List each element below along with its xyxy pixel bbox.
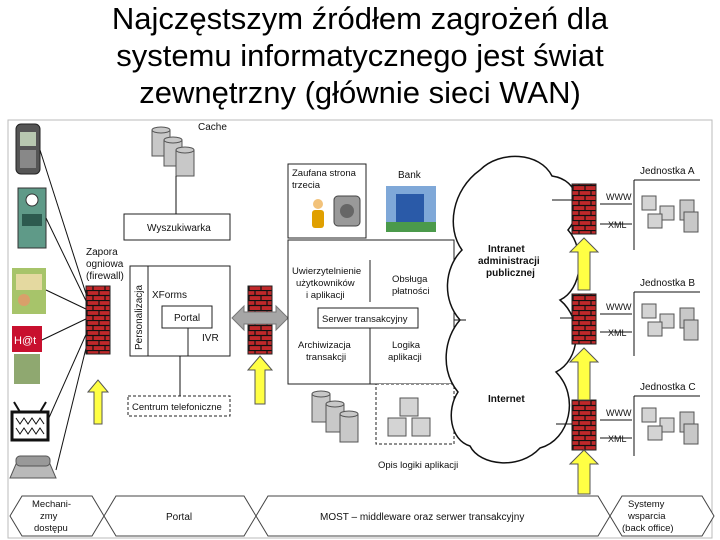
payments-label-1: Obsługa [392,274,428,285]
call-center-label: Centrum telefoniczne [132,402,222,413]
archive-server-icon [311,390,359,443]
title-line-2: systemu informatycznego jest świat [116,38,604,73]
call-center-box [127,395,231,417]
device-links [39,149,89,471]
portal-box [161,305,213,329]
tv-icon [10,401,50,442]
intranet-label-2: administracji [478,256,540,267]
unit-b: Jednostka B WWW XML [571,278,700,356]
bottom-most: MOST – middleware oraz serwer transakcyj… [320,512,524,523]
unit-b-www: WWW [606,302,632,312]
search-label: Wyszukiwarka [147,223,211,234]
logic-label-1: Logika [392,340,421,351]
firewall-label-1: Zapora [86,247,118,258]
logic-cubes-icon [387,397,431,437]
unit-c-label: Jednostka C [640,382,696,393]
bottom-backoffice-3: (back office) [622,523,674,534]
unit-a-label: Jednostka A [640,166,695,177]
cache-server-icon [151,126,195,177]
archiving-label-1: Archiwizacja [298,340,352,351]
bottom-access-3: dostępu [34,523,68,534]
search-box [123,213,231,241]
logic-desc-label: Opis logiki aplikacji [378,460,458,471]
unit-c: Jednostka C WWW XML [571,382,700,456]
bottom-backoffice-2: wsparcia [627,511,666,522]
telephone-icon [9,455,57,479]
logic-label-2: aplikacji [388,352,422,363]
unit-a-www: WWW [606,192,632,202]
unit-c-www: WWW [606,408,632,418]
portal-box-label: Portal [174,313,200,324]
tx-server-label: Serwer transakcyjny [322,314,408,325]
bottom-bar [9,495,715,537]
gears-icon [333,195,361,227]
trusted-party-label-2: trzecia [292,180,321,191]
diagram-frame [7,119,713,539]
threat-arrow-4 [568,347,600,401]
threat-arrow-2 [246,355,274,405]
unit-b-label: Jednostka B [640,278,695,289]
bank-label: Bank [398,170,422,181]
bottom-access-1: Mechani- [32,499,71,510]
intranet-label-1: Intranet [488,244,525,255]
intranet-label-3: publicznej [486,268,535,279]
internet-label: Internet [488,394,525,405]
firewall-left [85,285,111,355]
title-line-1: Najczęstszym źródłem zagrożeń dla [111,1,609,36]
threat-arrow-3 [568,237,600,291]
unit-b-xml: XML [608,328,627,338]
auth-label-3: i aplikacji [306,290,345,301]
bank-building-icon [386,186,436,232]
web-cafe-icon: H@t [12,326,42,384]
unit-c-xml: XML [608,434,627,444]
firewall-label-3: (firewall) [86,271,124,282]
bottom-access-2: zmy [40,511,58,522]
archiving-label-2: transakcji [306,352,346,363]
firewall-label-2: ogniowa [86,259,124,270]
kiosk-icon [12,268,46,314]
threat-arrows [86,237,600,495]
svg-text:H@t: H@t [14,335,36,347]
auth-label-1: Uwierzytelnienie [292,266,361,277]
unit-a: Jednostka A WWW XML [571,166,700,250]
personalization-label: Personalizacja [134,285,145,350]
network-cloud [445,155,581,464]
mobile-phone-icon [15,123,41,175]
payments-label-2: płatności [392,286,430,297]
tx-server-box [317,307,419,329]
cache-label: Cache [198,122,227,133]
threat-arrow-5 [568,449,600,495]
slide-title: Najczęstszym źródłem zagrożeń dla system… [0,0,720,111]
person-icon [312,199,324,228]
atm-icon [17,187,47,249]
trusted-party-label-1: Zaufana strona [292,168,357,179]
xforms-label: XForms [152,290,187,301]
unit-a-xml: XML [608,220,627,230]
bottom-backoffice-1: Systemy [628,499,665,510]
ivr-label: IVR [202,333,219,344]
auth-label-2: użytkowników [296,278,355,289]
chevron-backoffice [609,495,715,537]
title-line-3: zewnętrzny (głównie sieci WAN) [139,75,581,110]
bottom-portal: Portal [166,512,192,523]
threat-arrow-1 [86,379,110,425]
